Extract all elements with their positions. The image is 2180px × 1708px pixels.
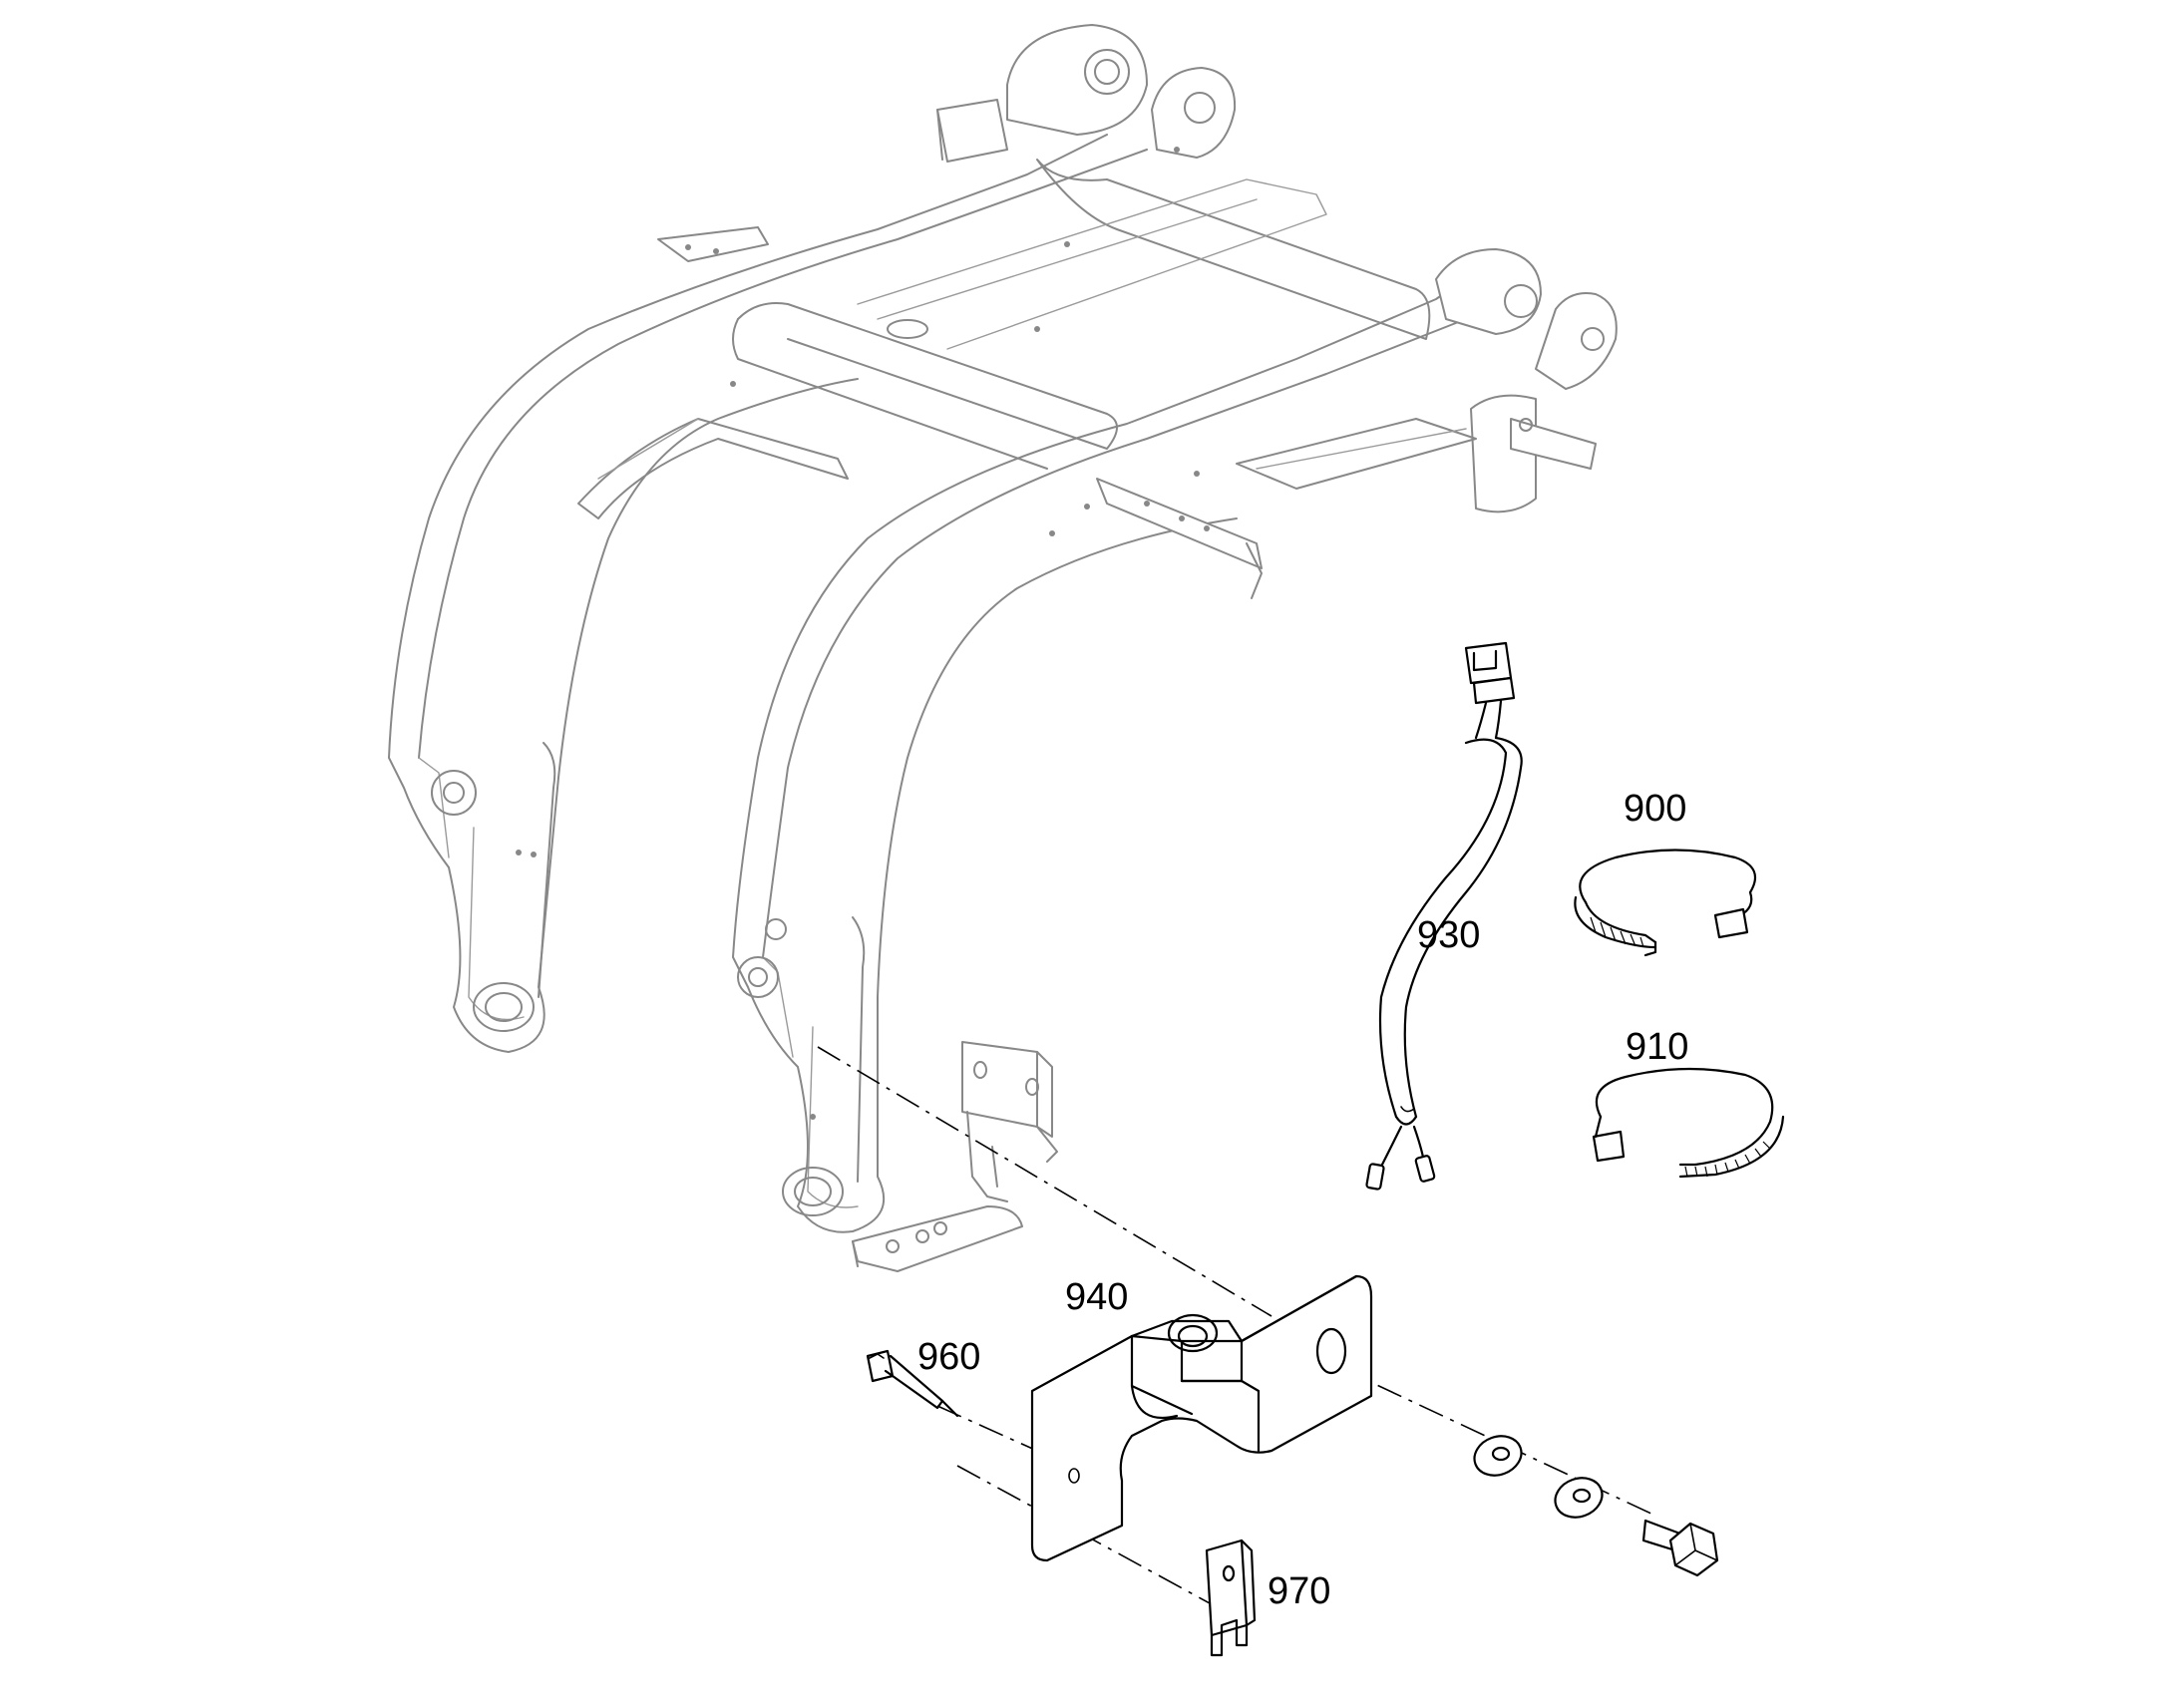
cable-tie-910 [1592, 1067, 1785, 1179]
callout-960: 960 [917, 1336, 980, 1378]
callout-labels: 900 910 930 940 960 970 [917, 788, 1688, 1612]
washer-2 [1554, 1477, 1604, 1519]
washer-1 [1473, 1435, 1523, 1477]
callout-940: 940 [1065, 1276, 1128, 1318]
callout-900: 900 [1624, 788, 1686, 830]
clip-970 [1205, 1538, 1257, 1657]
callout-970: 970 [1268, 1570, 1330, 1612]
callout-930: 930 [1417, 914, 1480, 956]
hex-bolt [1641, 1519, 1719, 1577]
lift-arm-frame [388, 24, 1618, 1233]
assembly-center-lines [817, 1046, 1656, 1616]
sensor-cable-930 [1365, 641, 1523, 1191]
frame-sensor-bracket [852, 1041, 1058, 1272]
cable-tie-900 [1574, 849, 1757, 957]
bolt-960 [866, 1349, 959, 1418]
callout-910: 910 [1626, 1026, 1688, 1068]
bracket-940 [1030, 1274, 1373, 1562]
